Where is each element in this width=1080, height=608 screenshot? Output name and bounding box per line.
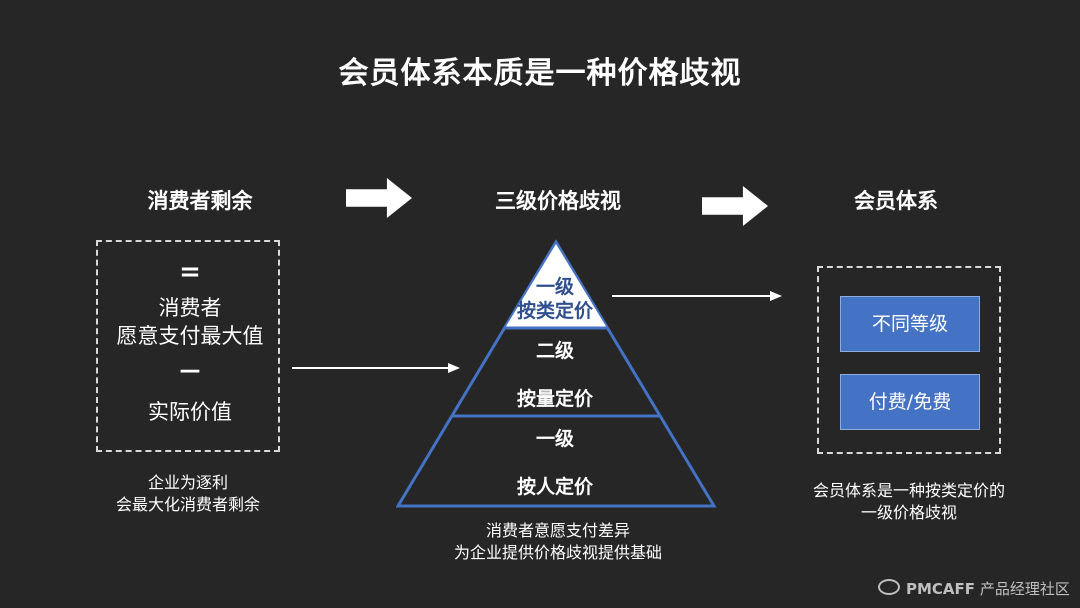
pyramid-top-tier [505, 244, 607, 328]
connector-arrow-left [292, 363, 460, 373]
watermark: PMCAFF 产品经理社区 [906, 578, 1076, 599]
right-caption-line-2: 一级价格歧视 [860, 503, 957, 522]
paid-free-button: 付费/免费 [840, 374, 980, 430]
minus-sign: — [179, 358, 201, 382]
formula-line-2: 愿意支付最大值 [116, 324, 264, 348]
right-caption: 会员体系是一种按类定价的 一级价格歧视 [790, 480, 1028, 524]
coffee-cup-icon [878, 579, 900, 595]
middle-caption: 消费者意愿支付差异 为企业提供价格歧视提供基础 [420, 520, 696, 564]
connector-arrow-right [612, 291, 782, 301]
tier-levels-button: 不同等级 [840, 296, 980, 352]
middle-caption-line-1: 消费者意愿支付差异 [485, 521, 630, 540]
heading-consumer-surplus: 消费者剩余 [147, 189, 253, 213]
middle-caption-line-2: 为企业提供价格歧视提供基础 [453, 543, 662, 562]
right-caption-line-1: 会员体系是一种按类定价的 [812, 481, 1005, 500]
pyramid-top-line-1: 一级 [535, 276, 574, 298]
watermark-brand: PMCAFF [906, 580, 976, 598]
pyramid-bottom-line-1: 一级 [535, 428, 574, 450]
formula-line-3: 实际价值 [148, 400, 232, 424]
pyramid-top-label: 一级 按类定价 [496, 275, 614, 323]
pyramid-bottom-line-2: 按人定价 [516, 476, 593, 498]
membership-box: 不同等级 付费/免费 [817, 266, 1001, 454]
watermark-tagline: 产品经理社区 [979, 580, 1070, 598]
equals-sign: = [179, 257, 201, 287]
pyramid-outline [396, 239, 717, 508]
pyramid-mid-line-2: 按量定价 [516, 388, 593, 410]
heading-price-discrimination: 三级价格歧视 [495, 189, 621, 213]
left-caption: 企业为逐利 会最大化消费者剩余 [76, 472, 300, 516]
pyramid-top-line-2: 按类定价 [516, 300, 593, 322]
left-caption-line-2: 会最大化消费者剩余 [115, 495, 260, 514]
heading-membership: 会员体系 [854, 189, 938, 213]
arrow-right-icon [702, 186, 768, 226]
pyramid-mid-line-1: 二级 [535, 340, 574, 362]
arrow-right-icon [346, 178, 412, 218]
formula-line-1: 消费者 [158, 296, 222, 320]
left-caption-line-1: 企业为逐利 [147, 473, 228, 492]
consumer-surplus-box: = 消费者 愿意支付最大值 — 实际价值 [96, 240, 280, 452]
page-title: 会员体系本质是一种价格歧视 [338, 56, 742, 91]
pricing-pyramid [396, 239, 717, 508]
